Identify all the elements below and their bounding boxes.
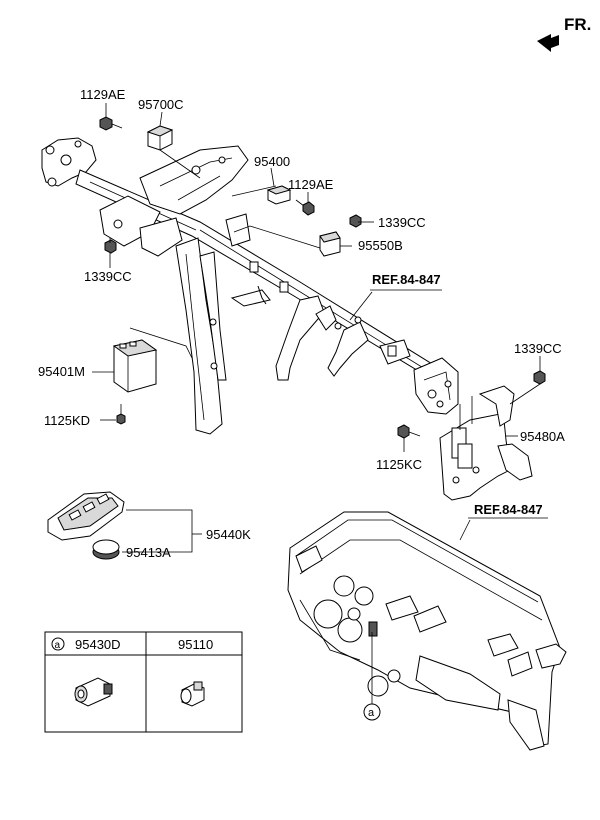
front-arrow-icon xyxy=(537,34,559,52)
bolt-1125KD xyxy=(116,404,126,425)
part-labels: 1129AE 95700C 95400 1129AE 1339CC 95550B… xyxy=(38,87,565,560)
label-95550B: 95550B xyxy=(358,238,403,253)
bolt-1129AE-right xyxy=(295,199,315,216)
inset-col1-part: 95430D xyxy=(75,637,121,652)
label-ref-upper: REF.84-847 xyxy=(372,272,441,287)
nut-1339CC-right xyxy=(533,370,546,385)
lock-cylinder-95430D xyxy=(74,677,113,707)
inset-circle-marker xyxy=(51,637,65,651)
switch-95700C xyxy=(146,125,174,151)
label-95400: 95400 xyxy=(254,154,290,169)
label-1339CC-upper-right: 1339CC xyxy=(378,215,426,230)
nut-1339CC-left xyxy=(104,239,117,254)
label-1125KC: 1125KC xyxy=(376,457,422,472)
front-label: FR. xyxy=(564,15,591,34)
cross-bar-assembly xyxy=(41,137,459,435)
leader-lines xyxy=(92,103,548,553)
bolt-1125KC xyxy=(397,424,421,439)
battery-95413A xyxy=(92,539,120,560)
label-1125KD: 1125KD xyxy=(44,413,90,428)
dash-marker: a xyxy=(363,703,381,721)
inset-col2-part: 95110 xyxy=(178,637,213,652)
label-95440K: 95440K xyxy=(206,527,251,542)
label-95700C: 95700C xyxy=(138,97,184,112)
label-95480A: 95480A xyxy=(520,429,565,444)
bracket-95480A xyxy=(439,385,533,501)
label-1339CC-left: 1339CC xyxy=(84,269,132,284)
label-95401M: 95401M xyxy=(38,364,85,379)
label-1129AE-right: 1129AE xyxy=(288,177,334,192)
label-ref-lower: REF.84-847 xyxy=(474,502,543,517)
module-95401M xyxy=(112,339,158,393)
smart-key-95440K xyxy=(47,491,125,541)
relay-95400 xyxy=(266,185,292,205)
label-1339CC-right: 1339CC xyxy=(514,341,562,356)
inset-table: a 95430D 95110 xyxy=(44,631,243,733)
label-95413A: 95413A xyxy=(126,545,171,560)
inset-marker-letter: a xyxy=(55,640,61,651)
label-1129AE-top: 1129AE xyxy=(80,87,126,102)
unit-95550B xyxy=(319,231,341,257)
bolt-1129AE-top xyxy=(99,116,123,131)
nut-1339CC-upper-right xyxy=(349,214,362,228)
front-direction-indicator: FR. xyxy=(537,15,591,52)
dash-marker-letter: a xyxy=(368,707,375,719)
antenna-95110 xyxy=(180,681,205,707)
crash-pad-assembly xyxy=(287,511,567,751)
